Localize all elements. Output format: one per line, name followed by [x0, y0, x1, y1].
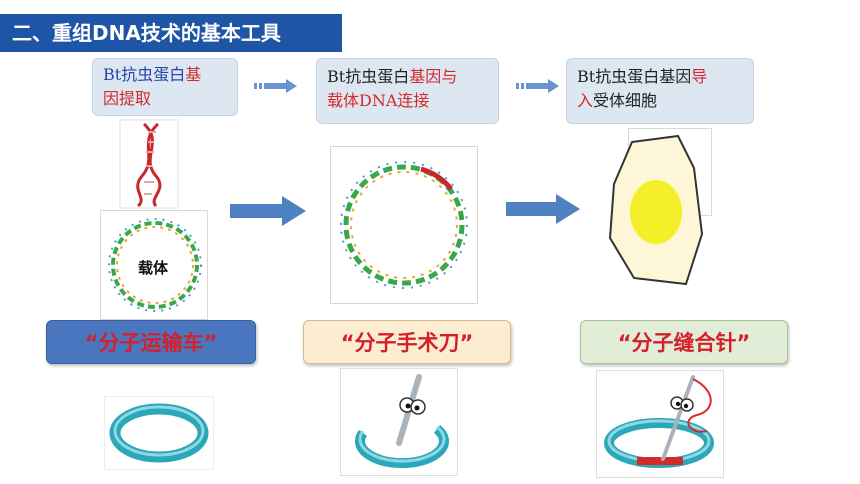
vector-plasmid-panel — [100, 210, 208, 320]
dna-fragment-icon — [119, 119, 179, 209]
recipient-cell-icon — [608, 134, 704, 286]
step-gene-vector-ligation: Bt抗虫蛋白基因与 载体DNA连接 — [316, 58, 499, 124]
flow-arrow-icon — [254, 79, 297, 93]
step-gene-extraction: Bt抗虫蛋白基 因提取 — [92, 58, 238, 116]
step3-text-d: 受体细胞 — [593, 91, 658, 110]
process-arrow-icon — [230, 196, 306, 226]
step1-text-a: Bt抗虫蛋白 — [103, 65, 186, 84]
step1-text-b: 基 — [185, 65, 202, 84]
flow-arrow-icon — [516, 79, 559, 93]
needle-ring-icon — [604, 375, 714, 468]
suture-needle-ring-panel — [596, 370, 724, 478]
step2-text-b: 基因与 — [409, 67, 458, 86]
molecular-suture-needle-label: “分子缝合针” — [580, 320, 788, 364]
scalpel-ring-icon — [355, 374, 449, 469]
molecular-transporter-label: “分子运输车” — [46, 320, 256, 364]
step2-text-c: 载体DNA连接 — [327, 91, 430, 110]
step2-text-a: Bt抗虫蛋白 — [327, 67, 410, 86]
process-arrow-icon — [506, 194, 580, 224]
scalpel-ring-panel — [340, 368, 458, 476]
vector-label: 载体 — [138, 259, 169, 277]
recombinant-dna-panel — [330, 146, 478, 304]
recombinant-ring-icon — [340, 161, 468, 289]
step-gene-transfer: Bt抗虫蛋白基因导 入受体细胞 — [566, 58, 754, 124]
molecular-scalpel-label: “分子手术刀” — [303, 320, 511, 364]
transporter-ring-panel — [104, 396, 214, 470]
section-title: 二、重组DNA技术的基本工具 — [0, 14, 342, 52]
step3-text-a: Bt抗虫蛋白基因 — [577, 67, 692, 86]
step3-text-b: 导 — [691, 67, 708, 86]
ring-icon — [109, 403, 209, 463]
step1-text-c: 因提取 — [103, 89, 152, 108]
step3-text-c: 入 — [577, 91, 594, 110]
plasmid-ring-icon — [108, 218, 202, 312]
